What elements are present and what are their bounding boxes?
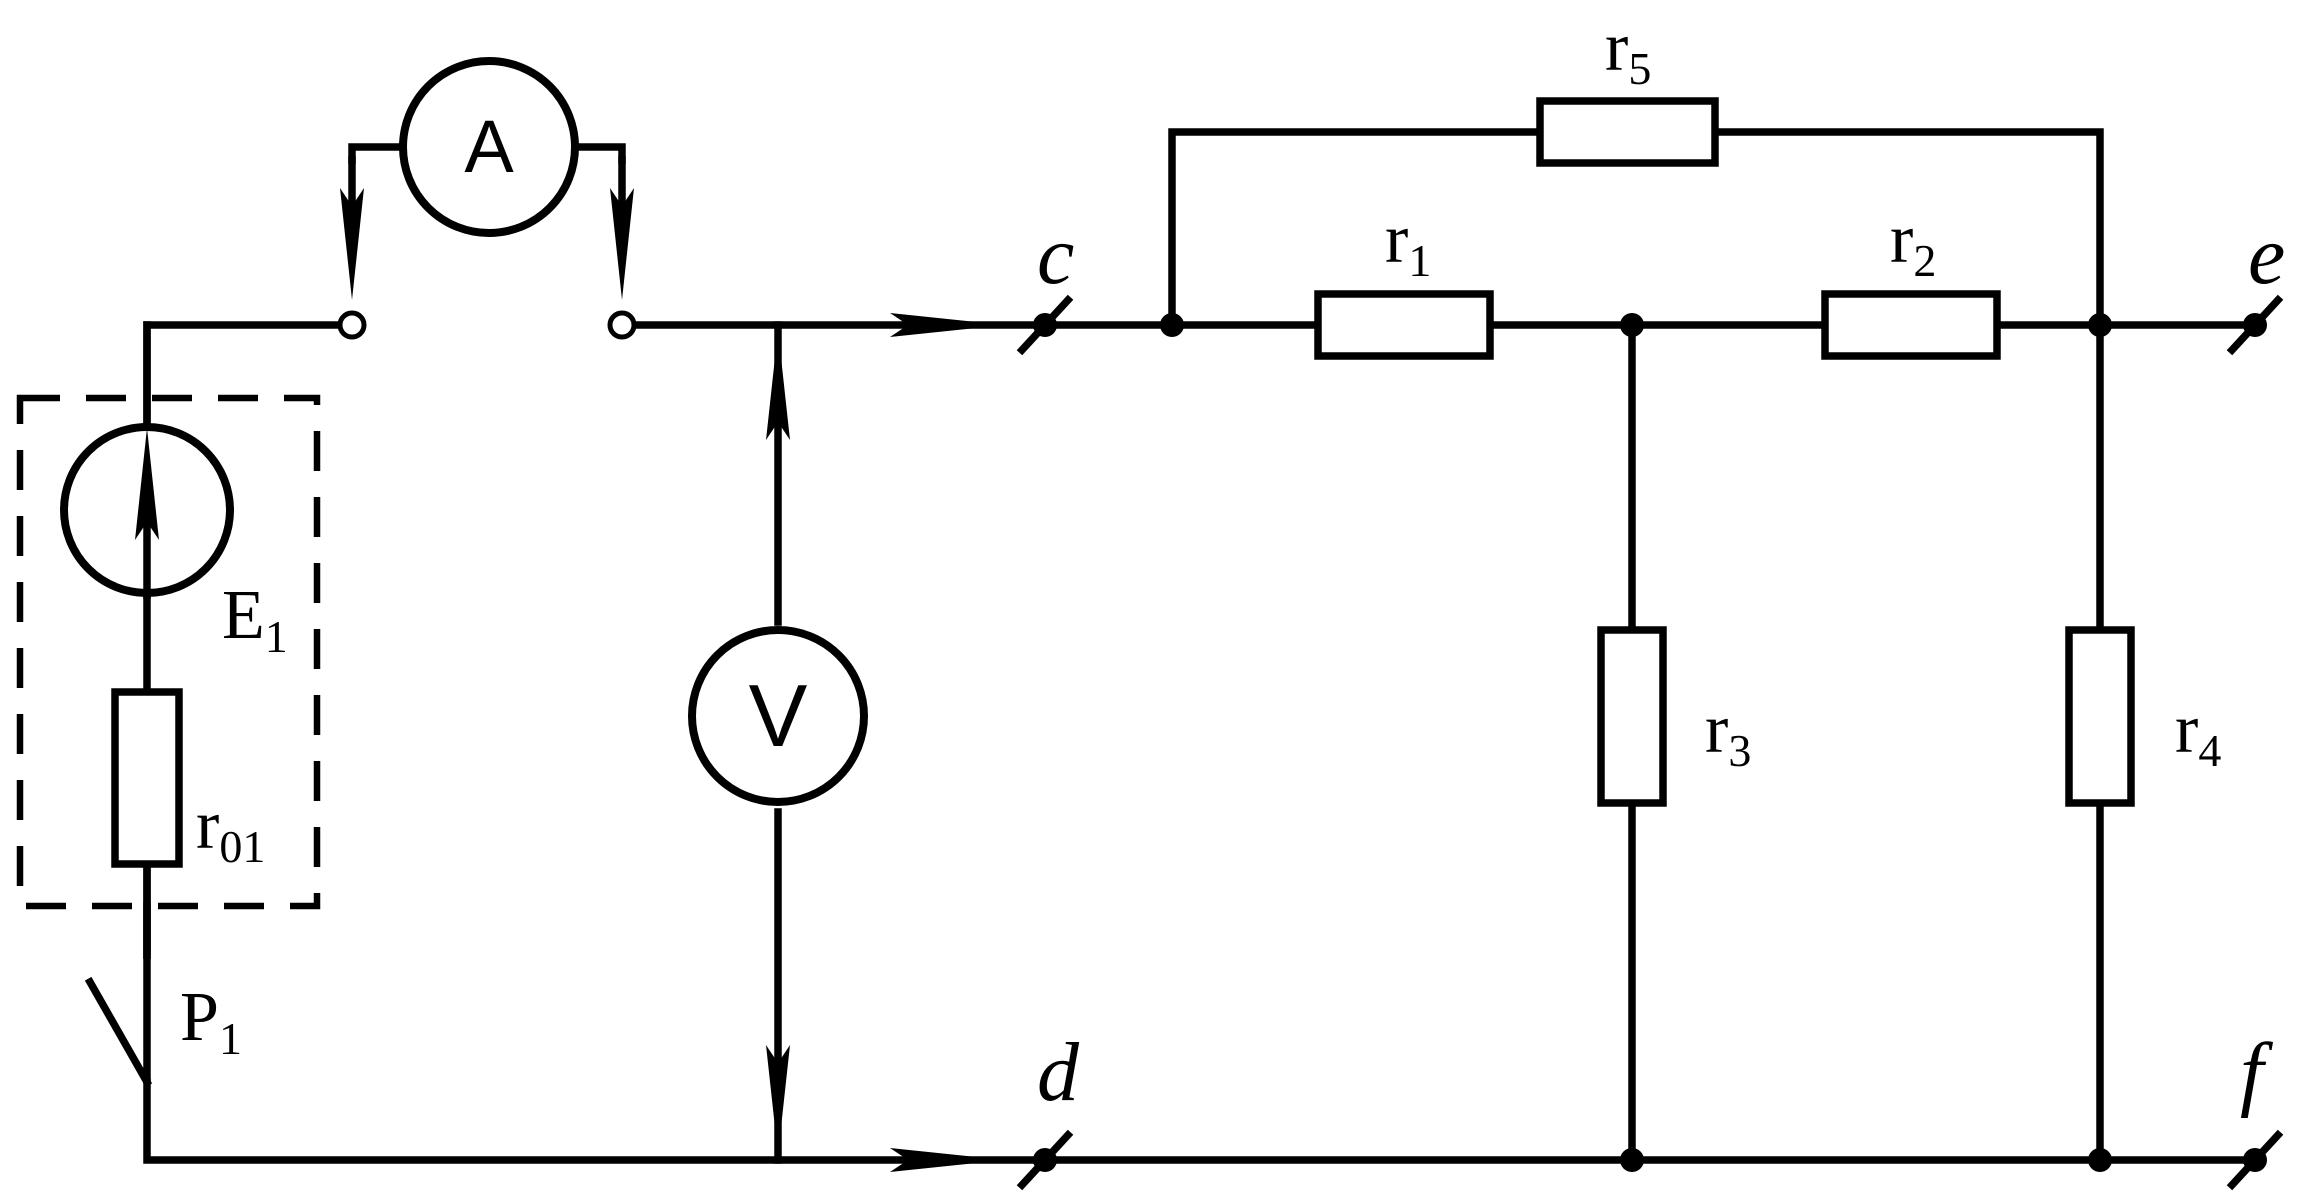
voltmeter-label: V bbox=[749, 666, 808, 765]
internal-resistor: r01 bbox=[111, 688, 265, 872]
wires bbox=[143, 128, 2259, 1164]
terminal-e: e bbox=[2226, 209, 2285, 356]
terminal-d-tick bbox=[1016, 1129, 1074, 1191]
voltmeter-circle bbox=[688, 626, 868, 806]
junction-r1-r2 bbox=[1620, 313, 1644, 337]
ammeter-left-probe-arrowhead-icon bbox=[340, 188, 364, 300]
voltmeter: V bbox=[688, 330, 868, 1155]
resistor-r3: r3 bbox=[1597, 626, 1751, 807]
ammeter-label: A bbox=[464, 105, 514, 188]
switch-blade bbox=[84, 976, 153, 1088]
voltmeter-bottom-arrowhead-icon bbox=[766, 1045, 790, 1155]
voltmeter-top-arrowhead-icon bbox=[766, 330, 790, 440]
resistor-r3-body bbox=[1597, 626, 1667, 807]
resistor-r4-label: r4 bbox=[2175, 691, 2221, 776]
resistor-r2-label: r2 bbox=[1890, 201, 1936, 286]
emf-label: E1 bbox=[222, 577, 288, 662]
terminal-c: c bbox=[1016, 209, 1074, 356]
ammeter-left-terminal bbox=[337, 310, 367, 340]
terminal-f-label: f bbox=[2240, 1026, 2274, 1119]
terminal-d: d bbox=[1016, 1026, 1080, 1191]
wire-ammeter-right-lead bbox=[574, 143, 626, 164]
internal-resistor-body bbox=[111, 688, 183, 868]
resistor-r5-body bbox=[1536, 97, 1719, 167]
resistor-r5-label: r5 bbox=[1605, 9, 1651, 94]
junction-r4-bottom bbox=[2088, 1148, 2112, 1172]
junction-r5-left bbox=[1160, 313, 1184, 337]
terminal-f-tick bbox=[2226, 1129, 2284, 1191]
junction-r3-bottom bbox=[1620, 1148, 1644, 1172]
switch-label: P1 bbox=[180, 979, 242, 1064]
switch: P1 bbox=[84, 902, 242, 1088]
resistor-r4: r4 bbox=[2065, 626, 2221, 807]
resistor-r1-label: r1 bbox=[1385, 201, 1431, 286]
ammeter-right-probe-arrowhead-icon bbox=[610, 188, 634, 300]
ammeter-circle bbox=[399, 57, 579, 237]
terminal-e-label: e bbox=[2248, 209, 2285, 302]
terminal-c-tick bbox=[1016, 294, 1074, 356]
source-enclosure-dashed bbox=[16, 394, 321, 910]
resistor-r1-body bbox=[1314, 290, 1494, 360]
wire-ammeter-left-lead bbox=[348, 143, 404, 164]
emf-source: E1 bbox=[60, 423, 288, 662]
resistor-r5: r5 bbox=[1536, 9, 1719, 167]
resistor-r2: r2 bbox=[1821, 201, 2001, 360]
resistor-r4-body bbox=[2065, 626, 2135, 807]
terminal-e-tick bbox=[2226, 294, 2284, 356]
terminal-c-label: c bbox=[1037, 209, 1074, 302]
junctions bbox=[1160, 313, 2112, 1172]
junction-r2-r4 bbox=[2088, 313, 2112, 337]
resistor-r1: r1 bbox=[1314, 201, 1494, 360]
wire-r5-bypass bbox=[1168, 128, 2104, 329]
ammeter: A bbox=[337, 57, 637, 340]
resistor-r2-body bbox=[1821, 290, 2001, 360]
ammeter-right-terminal bbox=[607, 310, 637, 340]
bottom-current-arrowhead-icon bbox=[890, 1148, 1005, 1172]
wire-bottom-left bbox=[143, 1078, 1044, 1164]
top-current-arrowhead-icon bbox=[890, 313, 1005, 337]
terminal-d-label: d bbox=[1037, 1026, 1080, 1119]
resistor-r3-label: r3 bbox=[1705, 691, 1751, 776]
internal-resistor-label: r01 bbox=[196, 787, 265, 872]
emf-arrowhead-icon bbox=[135, 428, 159, 540]
